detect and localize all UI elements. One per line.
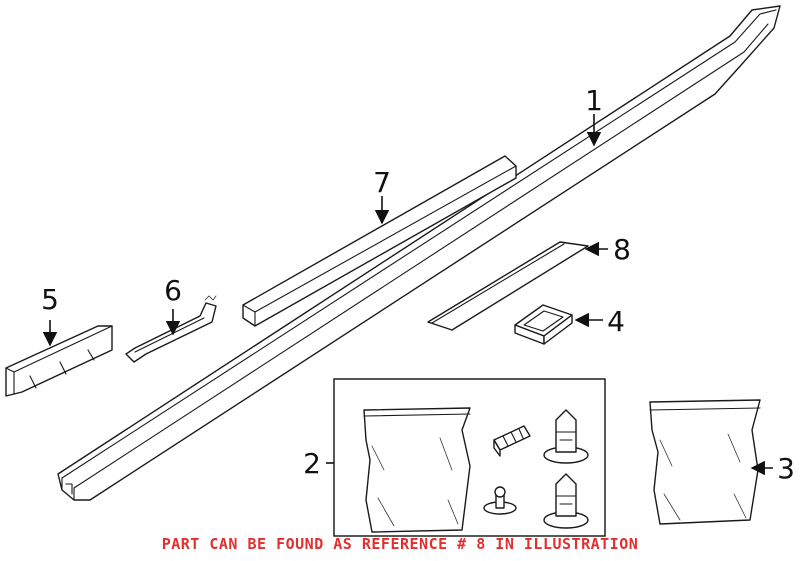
- callout-1: 1: [585, 84, 603, 117]
- callout-5: 5: [41, 283, 59, 316]
- callout-6: 6: [164, 274, 182, 307]
- reference-note: PART CAN BE FOUND AS REFERENCE # 8 IN IL…: [161, 535, 639, 553]
- kit-box: [333, 378, 606, 537]
- callout-2: 2: [303, 447, 321, 480]
- push-pin-fastener-part: [543, 409, 589, 464]
- pad-part: [514, 304, 573, 345]
- hardware-bag-part: [649, 399, 761, 525]
- callout-8: 8: [613, 233, 631, 266]
- callout-3: 3: [777, 452, 795, 485]
- push-pin-fastener-2-part: [543, 473, 589, 529]
- rocker-molding-part: [57, 5, 781, 501]
- callout-4: 4: [607, 305, 625, 338]
- end-bracket-part: [5, 325, 113, 397]
- rivet-fastener-part: [483, 486, 517, 515]
- upper-strip-part: [242, 155, 517, 327]
- clip-fastener-part: [493, 425, 531, 457]
- fastener-bag-part: [363, 407, 471, 533]
- callout-7: 7: [373, 166, 391, 199]
